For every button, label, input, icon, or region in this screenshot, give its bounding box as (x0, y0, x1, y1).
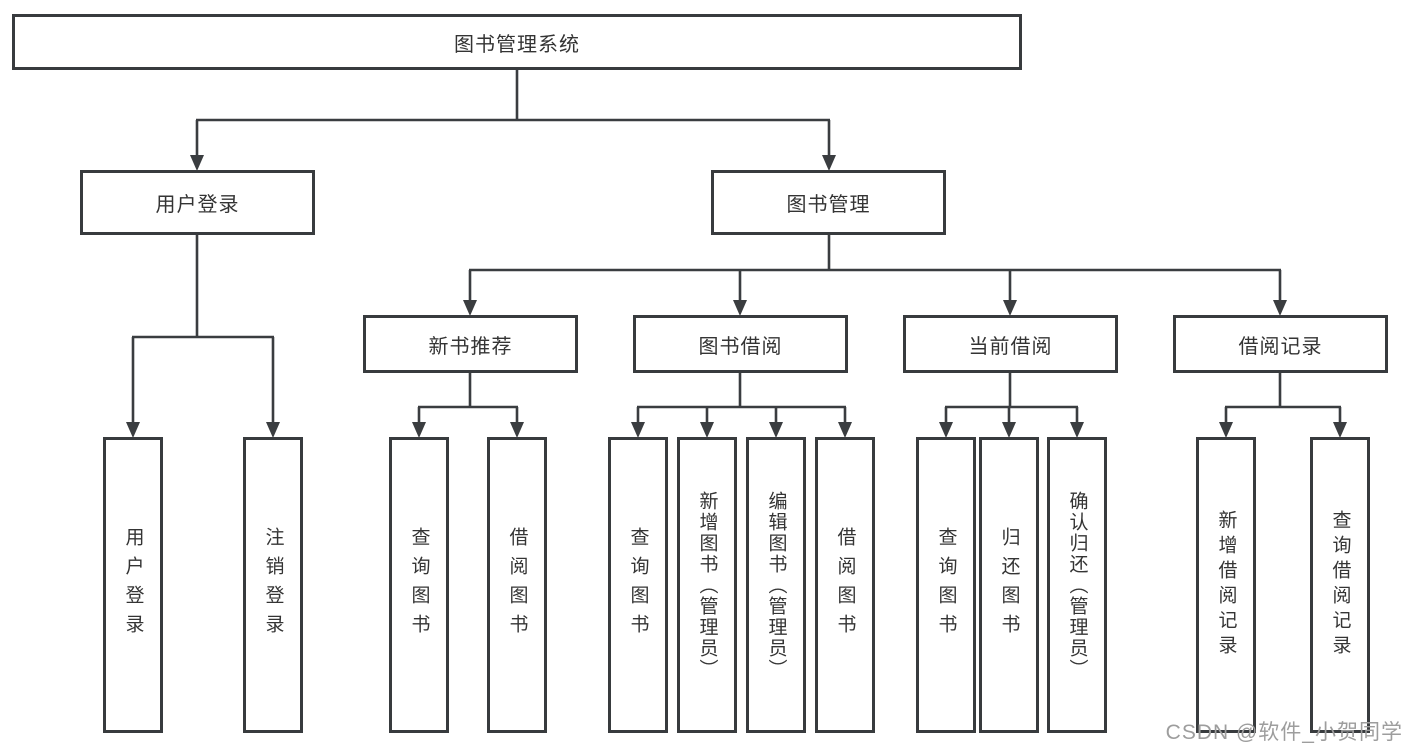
leaf-borrow-books: 借阅图书 (815, 437, 875, 733)
node-label: 图书管理系统 (454, 33, 580, 56)
node-label: 归还图书 (998, 527, 1020, 643)
node-label: 用户登录 (122, 527, 144, 643)
node-label: 确认归还（管理员） (1066, 490, 1088, 680)
node-label: 注销登录 (262, 527, 284, 643)
node-label: 借阅图书 (506, 527, 528, 643)
leaf-add-book-admin: 新增图书（管理员） (677, 437, 737, 733)
node-label: 查询图书 (627, 527, 649, 643)
node-label: 查询图书 (935, 527, 957, 643)
node-label: 新增借阅记录 (1215, 510, 1237, 660)
node-label: 新增图书（管理员） (696, 490, 718, 680)
leaf-confirm-return-admin: 确认归还（管理员） (1047, 437, 1107, 733)
node-label: 当前借阅 (968, 335, 1053, 358)
node-library-management-system: 图书管理系统 (12, 14, 1022, 70)
node-label: 用户登录 (155, 194, 240, 216)
csdn-watermark: CSDN @软件_小贺同学 (1165, 721, 1403, 744)
leaf-query-borrow-record: 查询借阅记录 (1310, 437, 1370, 733)
node-label: 图书管理 (786, 194, 871, 216)
node-label: 借阅记录 (1238, 335, 1323, 358)
node-label: 查询图书 (408, 527, 430, 643)
leaf-edit-book-admin: 编辑图书（管理员） (746, 437, 806, 733)
leaf-user-login: 用户登录 (103, 437, 163, 733)
leaf-query-books-borrowing: 查询图书 (608, 437, 668, 733)
leaf-query-books-recommend: 查询图书 (389, 437, 449, 733)
node-book-management: 图书管理 (711, 170, 946, 235)
node-label: 图书借阅 (698, 335, 783, 358)
node-new-book-recommendation: 新书推荐 (363, 315, 578, 373)
node-borrowing-records: 借阅记录 (1173, 315, 1388, 373)
node-user-login: 用户登录 (80, 170, 315, 235)
node-current-borrowing: 当前借阅 (903, 315, 1118, 373)
node-label: 借阅图书 (834, 527, 856, 643)
leaf-logout: 注销登录 (243, 437, 303, 733)
leaf-borrow-books-recommend: 借阅图书 (487, 437, 547, 733)
node-label: 查询借阅记录 (1329, 510, 1351, 660)
leaf-query-books-current: 查询图书 (916, 437, 976, 733)
node-book-borrowing: 图书借阅 (633, 315, 848, 373)
leaf-return-book: 归还图书 (979, 437, 1039, 733)
node-label: 编辑图书（管理员） (765, 490, 787, 680)
node-label: 新书推荐 (428, 335, 513, 358)
leaf-add-borrow-record: 新增借阅记录 (1196, 437, 1256, 733)
